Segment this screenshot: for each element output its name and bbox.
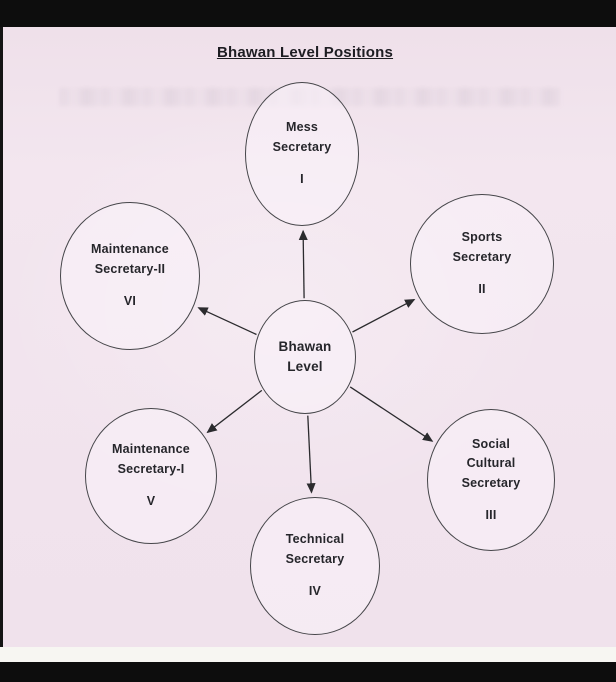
scan-border-bottom: [0, 662, 616, 682]
node-label-line: Bhawan: [278, 338, 332, 354]
node-label-line: Social: [471, 436, 510, 451]
node-label-line: Secretary: [285, 551, 345, 566]
node-label-line: Secretary-I: [117, 461, 185, 476]
node-numeral-sports-secretary: II: [478, 282, 486, 297]
node-numeral-maintenance-secretary-2: VI: [123, 294, 137, 309]
node-numeral-social-cultural-secretary: III: [485, 507, 497, 522]
node-label-line: Maintenance: [112, 442, 190, 457]
node-label-line: Secretary: [461, 475, 521, 490]
scan-border-top: [0, 0, 616, 27]
node-label-line: Cultural: [466, 456, 516, 471]
diagram-title: Bhawan Level Positions: [216, 44, 394, 61]
node-label-line: Technical: [285, 532, 345, 547]
node-label-line: Secretary: [272, 139, 332, 154]
node-label-line: Sports: [461, 230, 503, 245]
node-numeral-mess-secretary: I: [300, 172, 304, 187]
node-label-line: Maintenance: [91, 242, 169, 257]
node-label-line: Level: [287, 359, 323, 374]
node-numeral-technical-secretary: IV: [308, 584, 322, 599]
node-label-line: Secretary: [452, 249, 512, 264]
scan-paper-end: [0, 647, 616, 662]
node-label-line: Mess: [285, 120, 319, 135]
node-numeral-maintenance-secretary-1: V: [146, 494, 156, 509]
scan-edge-left: [0, 0, 3, 682]
node-label-line: Secretary-II: [94, 261, 166, 276]
